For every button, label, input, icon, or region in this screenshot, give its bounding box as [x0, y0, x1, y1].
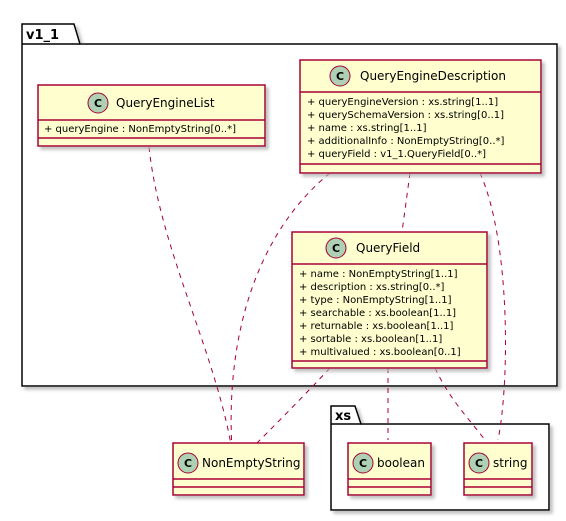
package-title-v1_1: v1_1 — [26, 28, 59, 43]
class-name: string — [493, 456, 527, 470]
attribute: + type : NonEmptyString[1..1] — [299, 295, 452, 306]
dependency-qf-string — [434, 367, 486, 441]
class-badge-icon — [329, 65, 351, 87]
class-name: QueryEngineList — [116, 96, 215, 110]
class-boolean[interactable]: C boolean — [347, 442, 432, 496]
attribute: + multivalued : xs.boolean[0..1] — [299, 347, 461, 358]
class-non-empty-string[interactable]: C NonEmptyString — [172, 442, 305, 496]
dependency-qel-nonemptystring — [148, 146, 233, 451]
attribute: + description : xs.string[0..*] — [299, 282, 445, 293]
class-string[interactable]: C string — [463, 442, 533, 496]
attribute: + name : xs.string[1..1] — [307, 123, 427, 134]
class-badge-letter: C — [475, 457, 483, 470]
class-badge-icon — [352, 452, 374, 474]
class-badge-icon — [87, 92, 109, 114]
dependency-qed-string — [479, 172, 506, 441]
class-badge-letter: C — [359, 457, 367, 470]
attribute: + name : NonEmptyString[1..1] — [299, 269, 458, 280]
attribute: + queryEngine : NonEmptyString[0..*] — [44, 124, 236, 135]
attribute: + queryField : v1_1.QueryField[0..*] — [307, 149, 486, 160]
class-name: boolean — [377, 456, 425, 470]
dependency-qed-nonemptystring — [230, 172, 331, 451]
class-name: QueryField — [356, 241, 420, 255]
attribute: + searchable : xs.boolean[1..1] — [299, 308, 456, 319]
class-badge-letter: C — [332, 242, 340, 255]
class-badge-letter: C — [94, 97, 102, 110]
class-query-engine-description[interactable]: C QueryEngineDescription + queryEngineVe… — [299, 59, 542, 174]
class-badge-letter: C — [184, 457, 192, 470]
dependency-lines — [148, 146, 506, 451]
class-badge-letter: C — [336, 70, 344, 83]
class-badge-icon — [177, 452, 199, 474]
attribute: + queryEngineVersion : xs.string[1..1] — [307, 97, 498, 108]
class-query-engine-list[interactable]: C QueryEngineList + queryEngine : NonEmp… — [37, 84, 266, 147]
class-query-field[interactable]: C QueryField + name : NonEmptyString[1..… — [291, 231, 488, 369]
attribute: + querySchemaVersion : xs.string[0..1] — [307, 110, 504, 121]
class-badge-icon — [325, 237, 347, 259]
class-name: QueryEngineDescription — [360, 69, 506, 83]
package-title-xs: xs — [335, 409, 351, 424]
attribute: + sortable : xs.boolean[1..1] — [299, 334, 442, 345]
attribute: + additionalInfo : NonEmptyString[0..*] — [307, 136, 505, 147]
attribute: + returnable : xs.boolean[1..1] — [299, 321, 454, 332]
class-name: NonEmptyString — [202, 456, 300, 470]
class-badge-icon — [468, 452, 490, 474]
